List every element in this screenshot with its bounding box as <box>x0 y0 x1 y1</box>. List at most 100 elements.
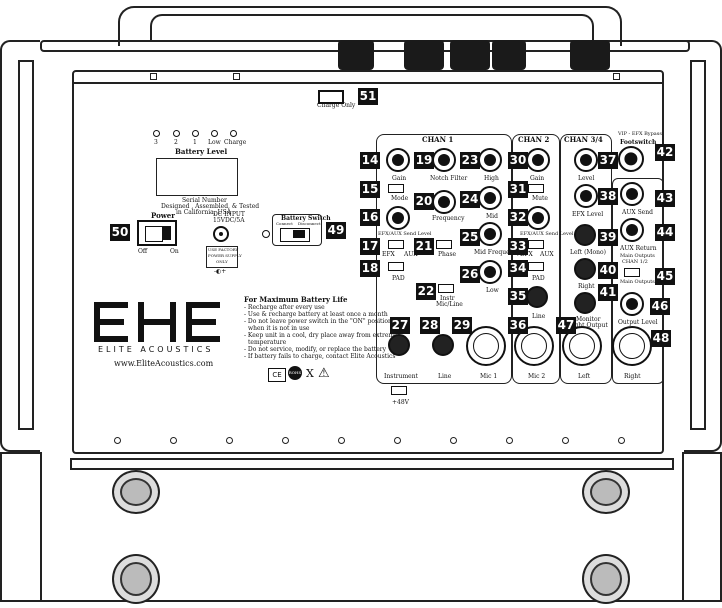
dc-input-label: DC INPUT <box>213 211 245 218</box>
ch1-mid-label: Mid <box>486 213 498 220</box>
battery-note: - Keep unit in a cool, dry place away fr… <box>244 332 398 339</box>
ch1-send-knob[interactable] <box>386 206 410 230</box>
ch2-mute-button[interactable] <box>528 184 544 193</box>
ch1-line-jack[interactable] <box>432 334 454 356</box>
phantom-power-button[interactable] <box>391 386 407 395</box>
output-level-knob[interactable] <box>620 292 644 316</box>
panel-screw <box>394 437 401 444</box>
right-frame <box>684 40 722 452</box>
ch2-mute-label: Mute <box>532 195 548 202</box>
ch2-send-knob[interactable] <box>526 206 550 230</box>
ch1-micline-label: Mic/Line <box>436 301 463 308</box>
right-frame-inner <box>690 60 706 430</box>
right-output-xlr[interactable] <box>612 326 652 366</box>
ch1-low-knob[interactable] <box>478 260 502 284</box>
footswitch-label: Footswitch <box>620 139 657 146</box>
chan1-title: CHAN 1 <box>422 135 454 144</box>
top-knob-1 <box>338 40 374 70</box>
callout-43: 43 <box>655 190 675 207</box>
ch1-pad-button[interactable] <box>388 262 404 271</box>
battery-note: - Do not service, modify, or replace the… <box>244 346 387 353</box>
ch2-gain-knob[interactable] <box>526 148 550 172</box>
callout-41: 41 <box>598 284 618 301</box>
ch1-mid-knob[interactable] <box>478 186 502 210</box>
ch1-instrument-jack[interactable] <box>388 334 410 356</box>
callout-42: 42 <box>655 144 675 161</box>
callout-35: 35 <box>508 288 528 305</box>
panel-screw <box>226 437 233 444</box>
power-switch[interactable] <box>137 220 177 246</box>
monitor-output-label: Right Output <box>568 322 608 329</box>
ch1-aux-label: AUX <box>404 251 418 258</box>
battery-note: - Use & recharge battery at least once a… <box>244 311 388 318</box>
aux-return-jack[interactable] <box>620 218 644 242</box>
aux-send-jack[interactable] <box>620 182 644 206</box>
ch1-midfreq-knob[interactable] <box>478 222 502 246</box>
battery-switch-slider <box>293 230 305 238</box>
ch2-pad-button[interactable] <box>528 262 544 271</box>
ch34-right-jack[interactable] <box>574 258 596 280</box>
panel-screw <box>450 437 457 444</box>
warning-icon: ⚠ <box>318 366 330 381</box>
serial-designed: Designed , Assembled, & Tested <box>161 203 260 210</box>
chan2-title: CHAN 2 <box>518 135 550 144</box>
ch1-notch-knob[interactable] <box>432 148 456 172</box>
ch2-efx-label: EFX <box>520 251 533 258</box>
weee-bin-icon: X <box>306 367 314 380</box>
top-knob-3 <box>450 40 490 70</box>
callout-28: 28 <box>420 317 440 334</box>
ch1-mic-xlr[interactable] <box>466 326 506 366</box>
ch2-line-jack[interactable] <box>526 286 548 308</box>
usb-port[interactable] <box>318 90 344 104</box>
callout-17: 17 <box>360 238 380 255</box>
panel-screw <box>506 437 513 444</box>
ch2-gain-label: Gain <box>530 175 545 182</box>
battery-switch[interactable] <box>280 228 310 242</box>
ch1-high-knob[interactable] <box>478 148 502 172</box>
ch34-level-knob[interactable] <box>574 148 598 172</box>
callout-46: 46 <box>650 298 670 315</box>
callout-15: 15 <box>360 181 380 198</box>
panel-screw <box>282 437 289 444</box>
callout-24: 24 <box>460 191 480 208</box>
callout-44: 44 <box>655 224 675 241</box>
ch1-notch-label: Notch Filter <box>430 175 468 182</box>
ch2-efx-aux-button[interactable] <box>528 240 544 249</box>
battery-switch-box <box>272 214 322 246</box>
ce-mark: CE <box>268 368 286 382</box>
monitor-jack[interactable] <box>574 292 596 314</box>
panel-screw <box>170 437 177 444</box>
main-outputs-button[interactable] <box>624 268 640 277</box>
dc-input-jack[interactable] <box>213 226 229 242</box>
battery-switch-disconnect: Disconnect <box>298 221 321 226</box>
ch1-instr-button[interactable] <box>438 284 454 293</box>
lower-rail <box>70 458 674 470</box>
battery-label-3: 3 <box>154 139 158 146</box>
footswitch-jack[interactable] <box>618 146 644 172</box>
ch1-line-label: Line <box>438 373 452 380</box>
chan1-section <box>376 134 512 384</box>
aux-send-label: AUX Send <box>622 209 653 216</box>
ch34-efx-knob[interactable] <box>574 184 598 208</box>
callout-26: 26 <box>460 266 480 283</box>
ch2-aux-label: AUX <box>540 251 554 258</box>
main-outputs-label-2: CHAN 1/2 <box>622 259 648 265</box>
ch1-efx-aux-button[interactable] <box>388 240 404 249</box>
ch1-mode-button[interactable] <box>388 184 404 193</box>
power-off-label: Off <box>138 248 148 255</box>
ch1-frequency-label: Frequency <box>432 215 465 222</box>
callout-45: 45 <box>655 268 675 285</box>
right-output-label: Right <box>624 373 641 380</box>
ch34-left-label: Left (Mono) <box>570 249 606 256</box>
battery-led-1 <box>192 130 199 137</box>
ch1-phase-button[interactable] <box>436 240 452 249</box>
callout-34: 34 <box>508 260 528 277</box>
callout-29: 29 <box>452 317 472 334</box>
ch1-frequency-knob[interactable] <box>432 190 456 214</box>
callout-32: 32 <box>508 209 528 226</box>
callout-27: 27 <box>390 317 410 334</box>
ch34-left-jack[interactable] <box>574 224 596 246</box>
ch1-mode-label: Mode <box>391 195 409 202</box>
dc-warning-2: POWER SUPPLY <box>208 253 242 258</box>
ch1-gain-knob[interactable] <box>386 148 410 172</box>
